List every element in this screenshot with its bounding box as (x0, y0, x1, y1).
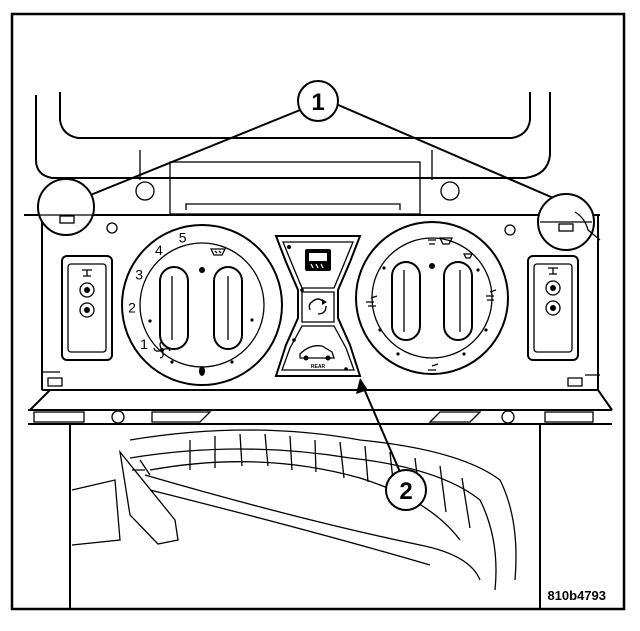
callout-1-number: 1 (311, 89, 324, 116)
left-side-control (61, 255, 113, 361)
fan-dial-knob[interactable] (159, 266, 243, 350)
rear-defrost-label: REAR (311, 364, 326, 370)
fan-speed-label-3: 3 (135, 266, 143, 282)
control-panel (24, 214, 600, 391)
right-side-control (527, 255, 579, 361)
figure-id: 810b4793 (547, 588, 606, 603)
rear-defrost-icon (299, 345, 335, 361)
fan-dial-bezel (121, 224, 283, 386)
wire-harness (69, 424, 541, 610)
defrost-icon (209, 248, 227, 256)
callout-1: 1 (37, 80, 601, 251)
fan-dial-pointer (199, 267, 205, 273)
fan-speed-dial[interactable]: 1 2 3 4 5 (121, 224, 283, 386)
upper-dash-bezel (35, 92, 551, 215)
fan-dial-off-mark (199, 366, 205, 376)
callout-2-number: 2 (399, 478, 412, 505)
recirculation-icon (308, 298, 327, 315)
floor-vent-icon (428, 363, 439, 375)
callout-1-leader-right (335, 103, 559, 201)
callout-2: 2 (356, 378, 427, 511)
callout-2-arrowhead (356, 378, 368, 394)
mode-dial-knob[interactable] (391, 261, 473, 341)
left-clip-highlight (37, 178, 95, 236)
figure-border (10, 12, 626, 611)
fan-speed-label-1: 1 (140, 336, 148, 352)
mode-dial[interactable] (355, 221, 509, 375)
fan-speed-label-4: 4 (155, 242, 163, 258)
recirculation-button[interactable] (308, 298, 327, 315)
panel-vent-icon (366, 295, 378, 307)
fan-icon (153, 341, 171, 359)
lower-rail (28, 389, 613, 425)
mode-defrost-icons (428, 237, 497, 301)
callout-1-leader-left (87, 107, 306, 197)
mode-dial-bezel (355, 221, 509, 375)
callout-2-badge (385, 469, 427, 511)
windshield-defrost-button[interactable] (305, 249, 331, 271)
fan-speed-label-5: 5 (179, 230, 187, 246)
callout-2-leader (361, 383, 401, 473)
callout-1-badge (297, 80, 339, 122)
fan-speed-label-2: 2 (128, 299, 136, 315)
center-button-panel: REAR (274, 235, 362, 377)
rear-defrost-button[interactable]: REAR (299, 345, 335, 370)
